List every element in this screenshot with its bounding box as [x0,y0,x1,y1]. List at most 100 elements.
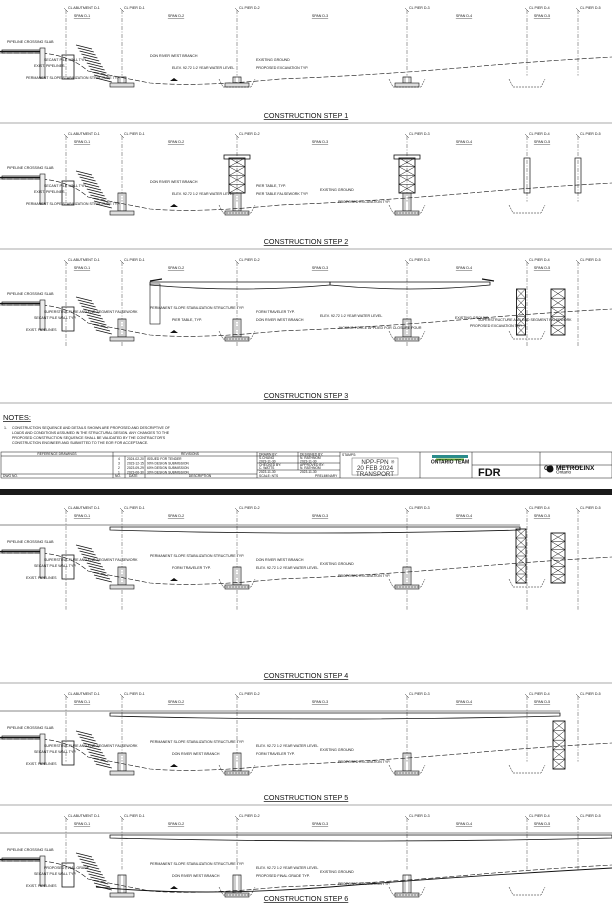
annotation-label: EXIST. PIPELINES [34,190,65,194]
falsework-brace [515,573,527,584]
slope-stabilization-hatch [81,861,98,867]
water-level-marker [150,578,178,581]
slope-stabilization-hatch [77,299,94,305]
annotation-label: EXISTING GROUND [320,870,354,874]
revisions-header: REVISIONS [181,452,200,456]
slope-stabilization-hatch [95,203,112,209]
falsework-brace [552,749,566,760]
centerline-tick [404,259,410,265]
excavation-outline [508,204,546,214]
slope-stabilization-hatch [92,197,109,203]
falsework-brace [550,325,566,336]
support-label: CL PIER D-4 [529,506,550,510]
checked-by-name: C. WATTS [259,466,275,470]
water-level-marker [150,764,178,767]
ontario-team-logo: ONTARIO TEAM [431,455,469,466]
annotation-label: DON RIVER WEST BRANCH [172,752,220,756]
annotation-label: SUPERSTRUCTURE AND END SEGMENT FALSEWORK [44,744,138,748]
centerline-tick [524,815,530,821]
falsework-brace [552,740,566,750]
slope-stabilization-hatch [93,74,111,80]
centerline-tick [524,259,530,265]
falsework-brace [516,307,526,317]
rev-row-no: 4 [118,457,120,461]
annotation-label: ELEV. 92.72 1:2 YEAR WATER LEVEL [256,566,318,570]
slope-stabilization-hatch [81,305,98,311]
water-level-marker [150,204,178,207]
slope-stabilization-hatch [93,326,111,332]
slope-stabilization-hatch [84,311,102,317]
annotation-label: PROPOSED EXCAVATION TYP. [338,882,390,886]
span-label: SPAN D-1 [74,822,90,826]
superstructure-segment [109,834,612,842]
support-label: CL ABUTMENT D-1 [68,6,100,10]
panel-title: CONSTRUCTION STEP 5 [264,793,349,802]
centerline-tick [119,259,125,265]
slope-stabilization-hatch [92,757,109,763]
water-level-marker [150,78,178,81]
pier-footing [109,82,135,88]
support-label: CL PIER D-5 [580,692,601,696]
annotation-label: EXISTING GROUND [320,562,354,566]
annotation-label: PROPOSED EXCAVATION TYP. [338,574,390,578]
abutment [61,54,75,80]
support-label: CL PIER D-1 [124,506,145,510]
reference-drawings-header: REFERENCE DRAWINGS [37,452,77,456]
support-label: CL PIER D-2 [239,814,260,818]
excavation-outline [388,330,426,340]
support-label: CL PIER D-4 [529,692,550,696]
pier-column [523,157,531,194]
rev-description-header: DESCRIPTION [189,474,212,478]
checked-by-label: CHECKED BY: [259,463,281,467]
rev-row-no: 3 [118,462,120,466]
excavation-outline [508,886,546,896]
excavation-outline [218,764,256,774]
annotation-label: SECANT PILE WALL TYP. [44,184,86,188]
centerline-tick [524,693,530,699]
span-label: SPAN D-2 [168,700,184,704]
slope-stabilization-hatch [93,200,111,206]
slope-stabilization-hatch [84,59,102,65]
excavation-outline [388,204,426,214]
hdr-text: FDR [478,467,501,479]
annotation-label: PIPELINE CROSSING SLAB [7,726,54,730]
panel-title: CONSTRUCTION STEP 4 [264,671,349,680]
span-label: SPAN D-5 [534,266,550,270]
annotation-label: EXIST. PIPELINES [26,762,57,766]
abutment [61,740,75,766]
slope-stabilization-hatch [79,176,96,182]
centerline-tick [404,7,410,13]
annotation-label: ELEV. 92.72 1:2 YEAR WATER LEVEL [172,192,234,196]
rev-row-date: 2023-06-30 [127,471,144,475]
slope-stabilization-hatch [86,314,103,320]
rev-row-no: 2 [118,466,120,470]
support-label: CL ABUTMENT D-1 [68,258,100,262]
water-level-marker [150,886,178,889]
centerline-tick [234,259,240,265]
annotation-label: PIPELINE CROSSING SLAB [7,40,54,44]
annotation-label: PIPELINE CROSSING SLAB [7,540,54,544]
panel-title: CONSTRUCTION STEP 6 [264,894,349,903]
support-label: CL PIER D-4 [529,258,550,262]
secant-pile-wall [39,855,46,887]
centerline-tick [234,693,240,699]
centerline-tick [234,133,240,139]
superstructure-segment [109,712,561,720]
notes-heading: NOTES: [3,413,31,422]
annotation-label: SECANT PILE WALL TYP. [34,872,76,876]
falsework-brace [515,564,527,575]
span-label: SPAN D-1 [74,700,90,704]
falsework-brace [515,537,527,548]
slope-stabilization-hatch [90,568,107,574]
annotation-label: PIPELINE CROSSING SLAB [7,292,54,296]
span-label: SPAN D-2 [168,266,184,270]
falsework-brace [550,566,566,575]
annotation-label: PERMANENT SLOPE STABILIZATION STRUCTURE … [150,862,244,866]
slope-stabilization-hatch [90,194,107,200]
centerline-tick [119,815,125,821]
support-label: CL PIER D-4 [529,132,550,136]
annotation-label: EXISTING GROUND [320,188,354,192]
annotation-label: PROPOSED EXCAVATION TYP. [470,324,522,328]
